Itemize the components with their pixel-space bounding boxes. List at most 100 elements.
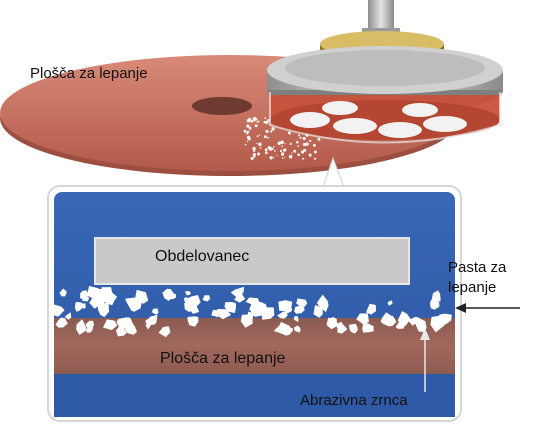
abrasive-grain — [124, 323, 137, 335]
spray-dot — [253, 155, 256, 158]
spray-dot — [254, 124, 258, 128]
spray-dot — [244, 143, 247, 146]
workpiece-holder — [267, 0, 503, 144]
spray-dot — [281, 145, 284, 148]
abrasive-grain — [56, 322, 62, 329]
spray-dot — [313, 150, 317, 154]
spray-dot — [293, 149, 297, 153]
spray-dot — [252, 149, 256, 152]
spray-dot — [247, 137, 251, 141]
spray-dot — [250, 156, 254, 160]
spray-dot — [250, 119, 254, 123]
abrasive-grain — [146, 314, 158, 326]
spray-dot — [247, 130, 250, 133]
spray-dot — [264, 135, 267, 139]
abrasive-grain — [278, 300, 293, 312]
spray-dot — [302, 136, 306, 141]
abrasive-grain — [188, 302, 200, 314]
spray-dot — [299, 136, 302, 139]
spray-dot — [284, 143, 286, 145]
spray-dot — [257, 152, 261, 156]
abrasive-grain — [273, 321, 291, 336]
abrasive-grain — [293, 316, 299, 323]
spray-dot — [288, 131, 291, 135]
abrasive-grain — [387, 300, 393, 306]
spray-dot — [276, 154, 278, 156]
paste-label-line2: lepanje — [448, 278, 497, 296]
spray-dot — [246, 119, 251, 123]
paste-label: Pasta za lepanje — [448, 258, 506, 297]
spray-dot — [308, 153, 312, 157]
spray-dot — [297, 134, 301, 137]
spray-dot — [267, 136, 270, 139]
abrasive-grain — [277, 311, 288, 319]
spray-dot — [243, 129, 247, 133]
abrasive-grain — [362, 323, 374, 333]
spray-dot — [312, 143, 316, 147]
abrasive-grain — [86, 325, 94, 333]
abrasive-grain — [257, 301, 268, 314]
spray-dot — [302, 157, 305, 160]
abrasive-grain — [395, 319, 406, 329]
abrasive-grain — [431, 290, 441, 302]
abrasive-grain — [103, 319, 118, 330]
spray-dot — [277, 141, 281, 145]
plate-center-hole — [192, 97, 252, 115]
abrasive-grain — [51, 304, 65, 317]
spray-dot — [300, 150, 305, 154]
spray-dot — [255, 118, 258, 121]
spray-dot — [246, 124, 250, 128]
spray-dot — [264, 148, 268, 152]
spray-dot — [248, 126, 252, 130]
abrasive-grain — [407, 316, 420, 326]
spray-dot — [302, 142, 307, 147]
spray-dot — [289, 142, 292, 146]
spray-dot — [259, 146, 262, 149]
spray-dot — [309, 139, 312, 143]
abrasive-grain — [187, 316, 199, 327]
abrasive-grain — [293, 325, 301, 333]
abrasive-grain — [76, 319, 87, 335]
spray-dot — [297, 145, 300, 147]
abrasive-grain — [64, 312, 72, 320]
spray-dot — [279, 149, 282, 152]
spray-dot — [269, 156, 273, 160]
abrasive-grain — [296, 298, 308, 309]
spray-dot — [281, 152, 285, 156]
top-plate-label: Plošča za lepanje — [30, 65, 148, 82]
abrasive-grain — [184, 291, 191, 296]
abrasive-grain — [316, 294, 329, 313]
abrasive-grain — [240, 314, 253, 328]
paste-arrow — [455, 303, 520, 313]
abrasive-grain — [437, 313, 452, 325]
abrasive-grain — [234, 293, 246, 303]
abrasive-grain — [74, 302, 83, 312]
abrasive-grain — [202, 295, 211, 302]
spray-dot — [281, 140, 284, 144]
abrasive-grain — [80, 290, 88, 300]
abrasive-grains — [51, 286, 452, 338]
abrasive-grain — [356, 313, 369, 325]
abrasive-grain — [151, 308, 159, 315]
spray-dot — [264, 151, 268, 155]
spray-dot — [282, 157, 284, 159]
workpiece — [94, 237, 410, 285]
abrasive-grain — [116, 325, 127, 337]
spray-dot — [305, 142, 309, 146]
spray-dot — [256, 142, 258, 144]
abrasive-grain — [158, 326, 171, 338]
spray-dot — [317, 137, 321, 141]
abrasive-label: Abrazivna zrnca — [300, 392, 408, 409]
spray-dot — [271, 147, 274, 150]
abrasive-grain — [348, 323, 358, 334]
spray-dot — [273, 156, 275, 159]
spray-dot — [314, 157, 317, 160]
spray-dot — [288, 154, 293, 159]
spray-dot — [267, 146, 271, 150]
spray-dot — [270, 130, 273, 133]
spray-dot — [263, 120, 266, 124]
spray-dot — [271, 127, 275, 131]
abrasive-grain — [326, 317, 339, 330]
